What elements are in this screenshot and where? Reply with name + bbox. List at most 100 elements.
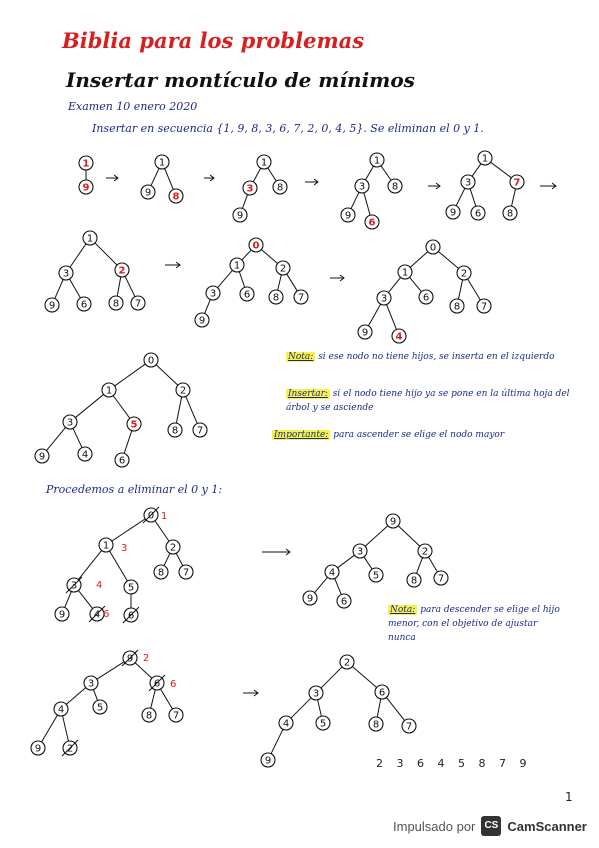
node-value: 3 [381, 294, 387, 305]
node-value: 6 [154, 679, 160, 690]
tree-edge [386, 304, 397, 330]
node-value: 4 [329, 568, 335, 579]
node-value: 3 [63, 269, 69, 280]
node-value: 9 [35, 744, 41, 755]
node-value: 2 [170, 543, 176, 554]
node-value: 5 [373, 571, 379, 582]
tree-edge [124, 276, 136, 297]
tree-node [178, 564, 194, 580]
node-value: 1 [83, 159, 90, 170]
tree-edge [457, 279, 464, 300]
sequence-text: Insertar en secuencia {1, 9, 8, 3, 6, 7,… [92, 122, 484, 135]
tree-node [44, 297, 60, 313]
annotation-mark: 3 [121, 543, 127, 554]
powered-by: Impulsado por [393, 818, 476, 834]
tree-node [302, 590, 318, 606]
tree-edge [160, 688, 173, 710]
arrow-head-icon [253, 689, 259, 697]
important-label: Importante: [272, 430, 331, 440]
tree-node [30, 740, 46, 756]
tree-edge [64, 591, 72, 608]
camscanner-logo-icon: CS [481, 816, 502, 836]
tree-edge [409, 251, 429, 268]
tree-node [76, 296, 92, 312]
node-value: 1 [234, 261, 240, 272]
node-value: 9 [307, 594, 313, 605]
arrow-head-icon [175, 261, 181, 269]
tree-node [141, 707, 157, 723]
tree-edge [367, 303, 382, 327]
node-value: 9 [49, 301, 55, 312]
node-value: 4 [396, 332, 403, 343]
tree-node [92, 699, 108, 715]
arrow-head-icon [113, 174, 119, 182]
tree-node [374, 684, 390, 700]
tree-node [248, 237, 264, 253]
tree-node [368, 716, 384, 732]
note-label: Nota: [286, 352, 316, 362]
tree-node [275, 260, 291, 276]
node-value: 9 [83, 183, 90, 194]
note-descend: Nota: para descender se elige el hijo me… [388, 603, 563, 645]
node-value: 8 [172, 426, 178, 437]
node-value: 3 [359, 182, 365, 193]
node-value: 9 [450, 208, 456, 219]
tree-node [387, 178, 403, 194]
tree-node [256, 154, 272, 170]
strike-mark [65, 576, 83, 594]
node-value: 8 [158, 568, 164, 579]
node-value: 5 [128, 583, 134, 594]
annotation-mark: 2 [143, 653, 149, 664]
strike-mark [148, 674, 166, 692]
tree-node [114, 262, 130, 278]
page-title: Biblia para los problemas [62, 28, 365, 53]
tree-node [126, 416, 142, 432]
tree-node [77, 446, 93, 462]
strike-mark [88, 605, 106, 623]
tree-t1: 19 [78, 155, 94, 195]
node-value: 3 [465, 178, 471, 189]
node-value: 2 [67, 744, 73, 755]
tree-edge [163, 553, 171, 566]
tree-node [340, 207, 356, 223]
node-value: 4 [94, 610, 100, 621]
node-value: 0 [148, 511, 154, 522]
strike-mark [61, 739, 79, 757]
node-value: 3 [357, 547, 363, 558]
tree-edge [350, 192, 360, 209]
node-value: 6 [341, 597, 347, 608]
tree-node [308, 685, 324, 701]
tree-edge [397, 525, 421, 547]
tree-edge [46, 427, 66, 451]
note2-label: Nota: [388, 605, 418, 615]
tree-edge [238, 271, 246, 288]
note-leaf-insert: Nota: si ese nodo no tiene hijos, se ins… [286, 350, 576, 364]
tree-edge [511, 188, 516, 207]
insert-label: Insertar: [286, 389, 330, 399]
tree-node [406, 572, 422, 588]
tree-edge [65, 687, 87, 705]
node-value: 2 [461, 269, 467, 280]
tree-node [239, 286, 255, 302]
tree-node [130, 295, 146, 311]
tree-edge [467, 278, 481, 301]
node-value: 2 [180, 386, 186, 397]
important-text: para ascender se elige el nodo mayor [333, 430, 505, 440]
strike-mark [142, 506, 160, 524]
tree-edge [363, 192, 371, 216]
tree-edge [388, 277, 401, 293]
tree-node [123, 579, 139, 595]
tree-node [502, 205, 518, 221]
tree-node [98, 537, 114, 553]
tree-edge [204, 299, 211, 314]
node-value: 3 [313, 689, 319, 700]
node-value: 2 [280, 264, 286, 275]
tree-node [229, 257, 245, 273]
tree-edge [380, 165, 392, 181]
tree-edge [267, 167, 277, 182]
tree-edge [112, 395, 131, 419]
final-order: 2 3 6 4 5 8 7 9 [376, 757, 527, 770]
node-value: 0 [148, 356, 154, 367]
node-value: 6 [244, 290, 250, 301]
